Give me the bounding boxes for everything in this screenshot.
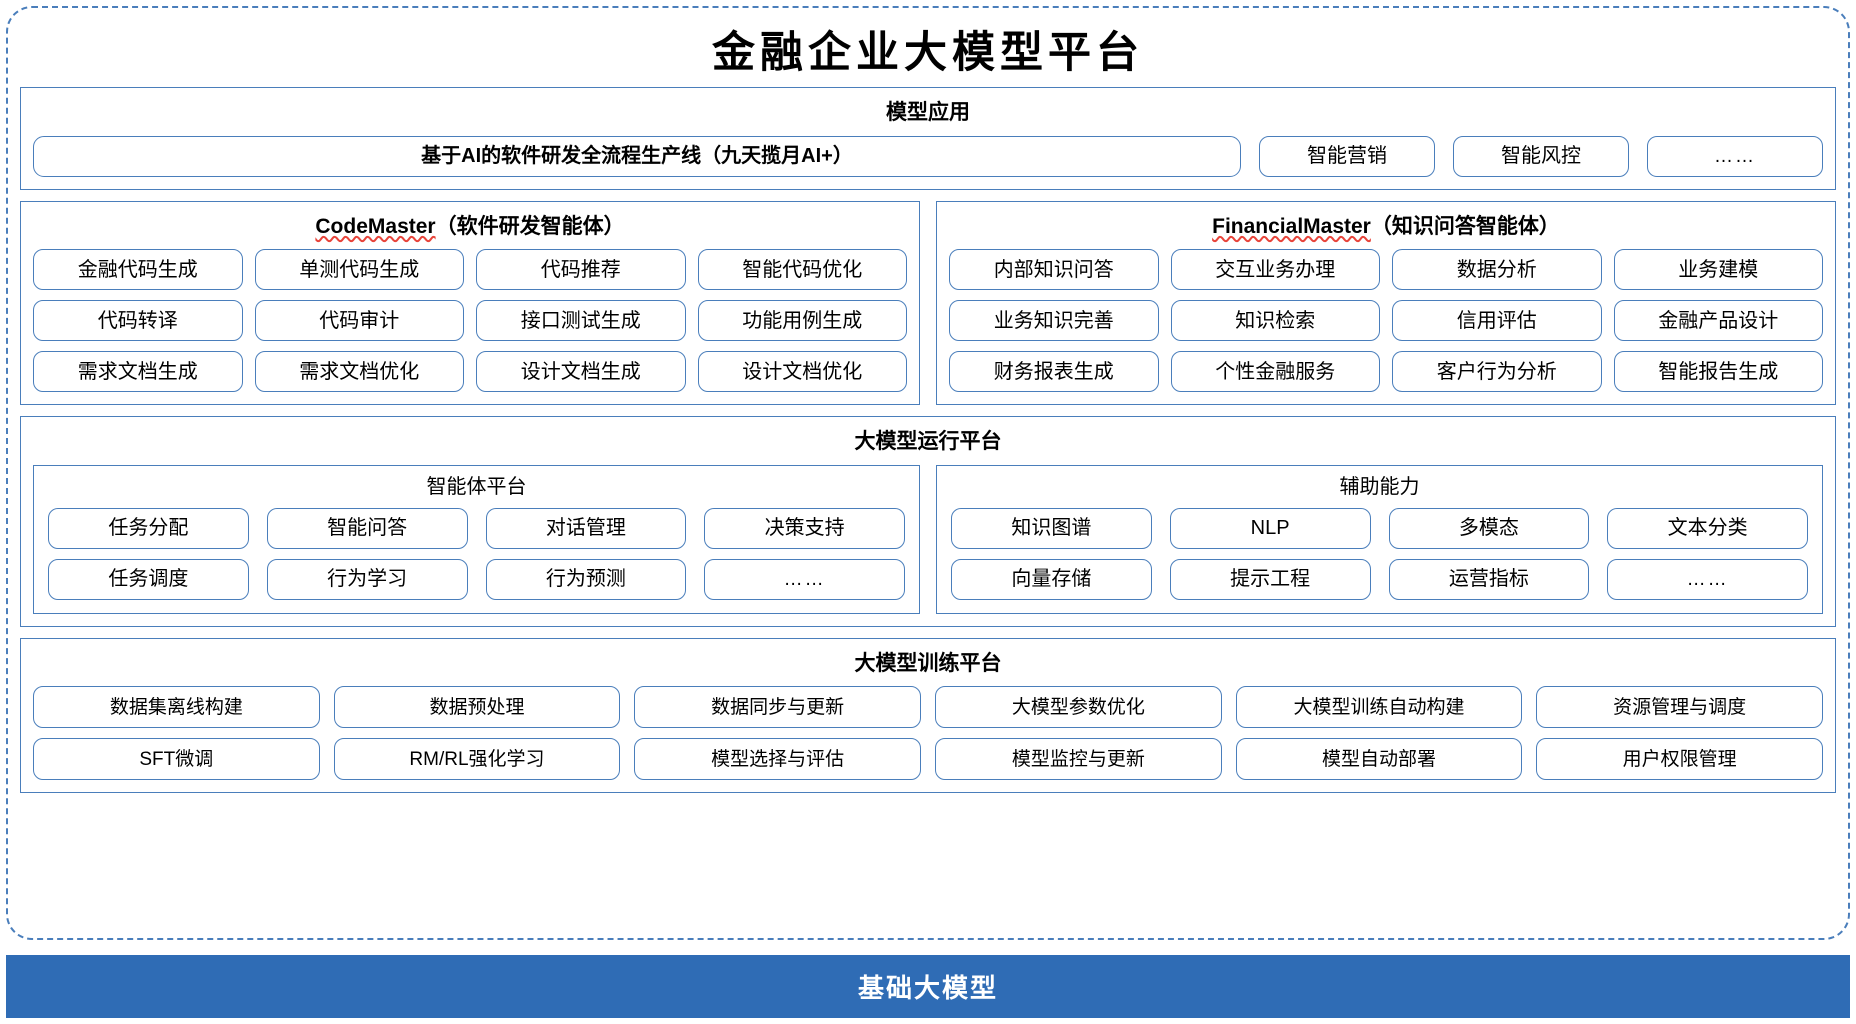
agent-chip[interactable]: 代码推荐 xyxy=(476,249,686,291)
training-chip[interactable]: 数据集离线构建 xyxy=(33,686,320,729)
agent-chip[interactable]: 功能用例生成 xyxy=(697,300,907,342)
runtime-chip[interactable]: 运营指标 xyxy=(1388,558,1590,600)
agent-name-cn-financialmaster: （知识问答智能体） xyxy=(1370,214,1560,238)
runtime-chip[interactable]: 提示工程 xyxy=(1169,558,1371,600)
platform-frame: 金融企业大模型平台 模型应用 基于AI的软件研发全流程生产线（九天揽月AI+） … xyxy=(6,6,1850,940)
agent-chip[interactable]: 个性金融服务 xyxy=(1170,351,1380,393)
agent-chip[interactable]: 代码转译 xyxy=(33,300,243,342)
runtime-chip[interactable]: 决策支持 xyxy=(704,507,905,549)
agent-chip[interactable]: 金融代码生成 xyxy=(33,249,243,291)
agent-name-cn-codemaster: （软件研发智能体） xyxy=(435,214,625,238)
agent-name-en-financialmaster: FinancialMaster xyxy=(1212,214,1371,238)
application-chip-marketing[interactable]: 智能营销 xyxy=(1259,135,1435,177)
training-grid: 数据集离线构建 数据预处理 数据同步与更新 大模型参数优化 大模型训练自动构建 … xyxy=(33,686,1823,781)
training-chip[interactable]: 数据同步与更新 xyxy=(634,686,921,729)
agent-chip[interactable]: 设计文档优化 xyxy=(697,351,907,393)
runtime-chip-more[interactable]: …… xyxy=(704,558,905,600)
application-chip-more[interactable]: …… xyxy=(1647,135,1823,177)
agent-panel-codemaster: CodeMaster（软件研发智能体） 金融代码生成 单测代码生成 代码推荐 智… xyxy=(20,200,920,406)
training-panel: 大模型训练平台 数据集离线构建 数据预处理 数据同步与更新 大模型参数优化 大模… xyxy=(20,637,1836,794)
training-chip[interactable]: 用户权限管理 xyxy=(1536,738,1823,781)
agent-chip[interactable]: 接口测试生成 xyxy=(476,300,686,342)
agents-section: CodeMaster（软件研发智能体） 金融代码生成 单测代码生成 代码推荐 智… xyxy=(20,200,1836,406)
runtime-group-auxiliary: 辅助能力 知识图谱 NLP 多模态 文本分类 向量存储 提示工程 运营指标 …… xyxy=(936,464,1823,614)
base-model-bar: 基础大模型 xyxy=(6,955,1850,1018)
agent-chip[interactable]: 单测代码生成 xyxy=(254,249,464,291)
agent-chip[interactable]: 内部知识问答 xyxy=(949,249,1159,291)
agent-chip[interactable]: 交互业务办理 xyxy=(1170,249,1380,291)
runtime-chip[interactable]: 多模态 xyxy=(1388,507,1590,549)
runtime-chip[interactable]: 文本分类 xyxy=(1607,507,1808,549)
agent-chip[interactable]: 知识检索 xyxy=(1170,300,1380,342)
agent-title-codemaster: CodeMaster（软件研发智能体） xyxy=(33,209,907,250)
runtime-chip[interactable]: 任务调度 xyxy=(48,558,249,600)
runtime-chip[interactable]: 智能问答 xyxy=(266,507,468,549)
runtime-grid-auxiliary: 知识图谱 NLP 多模态 文本分类 向量存储 提示工程 运营指标 …… xyxy=(951,507,1808,600)
agent-chip[interactable]: 需求文档优化 xyxy=(254,351,464,393)
applications-title: 模型应用 xyxy=(886,101,970,125)
training-chip[interactable]: SFT微调 xyxy=(33,738,320,781)
agent-chip[interactable]: 需求文档生成 xyxy=(33,351,243,393)
agent-chip[interactable]: 财务报表生成 xyxy=(949,351,1159,393)
training-chip[interactable]: RM/RL强化学习 xyxy=(333,738,621,781)
agent-chip[interactable]: 客户行为分析 xyxy=(1392,351,1602,393)
agent-grid-codemaster: 金融代码生成 单测代码生成 代码推荐 智能代码优化 代码转译 代码审计 接口测试… xyxy=(33,249,907,393)
runtime-group-title-auxiliary: 辅助能力 xyxy=(1339,475,1420,498)
training-chip[interactable]: 大模型训练自动构建 xyxy=(1235,686,1523,729)
runtime-chip[interactable]: 行为预测 xyxy=(485,558,687,600)
training-chip[interactable]: 模型选择与评估 xyxy=(634,738,921,781)
applications-row: 基于AI的软件研发全流程生产线（九天揽月AI+） 智能营销 智能风控 …… xyxy=(33,135,1823,177)
agent-chip[interactable]: 业务知识完善 xyxy=(949,300,1159,342)
runtime-group-title-agent-platform: 智能体平台 xyxy=(426,475,527,498)
training-chip[interactable]: 模型监控与更新 xyxy=(934,738,1222,781)
agent-chip[interactable]: 智能代码优化 xyxy=(697,249,907,291)
base-model-label: 基础大模型 xyxy=(857,973,998,1003)
agent-chip[interactable]: 信用评估 xyxy=(1392,300,1602,342)
agent-chip[interactable]: 金融产品设计 xyxy=(1613,300,1823,342)
agent-chip[interactable]: 智能报告生成 xyxy=(1613,351,1823,393)
application-chip-risk[interactable]: 智能风控 xyxy=(1453,135,1629,177)
page-title: 金融企业大模型平台 xyxy=(712,30,1144,77)
runtime-chip[interactable]: 知识图谱 xyxy=(951,507,1152,549)
runtime-group-agent-platform: 智能体平台 任务分配 智能问答 对话管理 决策支持 任务调度 行为学习 行为预测… xyxy=(33,464,920,614)
application-chip-pipeline[interactable]: 基于AI的软件研发全流程生产线（九天揽月AI+） xyxy=(33,135,1241,177)
applications-panel: 模型应用 基于AI的软件研发全流程生产线（九天揽月AI+） 智能营销 智能风控 … xyxy=(20,87,1836,190)
training-chip[interactable]: 资源管理与调度 xyxy=(1536,686,1823,729)
runtime-title: 大模型运行平台 xyxy=(854,430,1002,454)
agent-panel-financialmaster: FinancialMaster（知识问答智能体） 内部知识问答 交互业务办理 数… xyxy=(936,200,1836,406)
runtime-panel: 大模型运行平台 智能体平台 任务分配 智能问答 对话管理 决策支持 任务调度 行… xyxy=(20,416,1836,627)
agent-title-financialmaster: FinancialMaster（知识问答智能体） xyxy=(949,209,1823,250)
runtime-chip[interactable]: 任务分配 xyxy=(48,507,249,549)
agent-chip[interactable]: 数据分析 xyxy=(1392,249,1602,291)
training-chip[interactable]: 数据预处理 xyxy=(333,686,621,729)
agent-name-en-codemaster: CodeMaster xyxy=(315,214,436,238)
runtime-chip[interactable]: 行为学习 xyxy=(266,558,468,600)
agent-chip[interactable]: 代码审计 xyxy=(254,300,464,342)
training-title: 大模型训练平台 xyxy=(854,651,1002,675)
training-chip[interactable]: 模型自动部署 xyxy=(1235,738,1523,781)
runtime-chip-more[interactable]: …… xyxy=(1607,558,1808,600)
agent-chip[interactable]: 业务建模 xyxy=(1613,249,1823,291)
training-chip[interactable]: 大模型参数优化 xyxy=(934,686,1222,729)
runtime-columns: 智能体平台 任务分配 智能问答 对话管理 决策支持 任务调度 行为学习 行为预测… xyxy=(33,464,1823,614)
agent-chip[interactable]: 设计文档生成 xyxy=(476,351,686,393)
runtime-chip[interactable]: 向量存储 xyxy=(951,558,1152,600)
runtime-chip[interactable]: NLP xyxy=(1169,507,1371,549)
agent-grid-financialmaster: 内部知识问答 交互业务办理 数据分析 业务建模 业务知识完善 知识检索 信用评估… xyxy=(949,249,1823,393)
runtime-grid-agent-platform: 任务分配 智能问答 对话管理 决策支持 任务调度 行为学习 行为预测 …… xyxy=(48,507,905,600)
runtime-chip[interactable]: 对话管理 xyxy=(485,507,687,549)
